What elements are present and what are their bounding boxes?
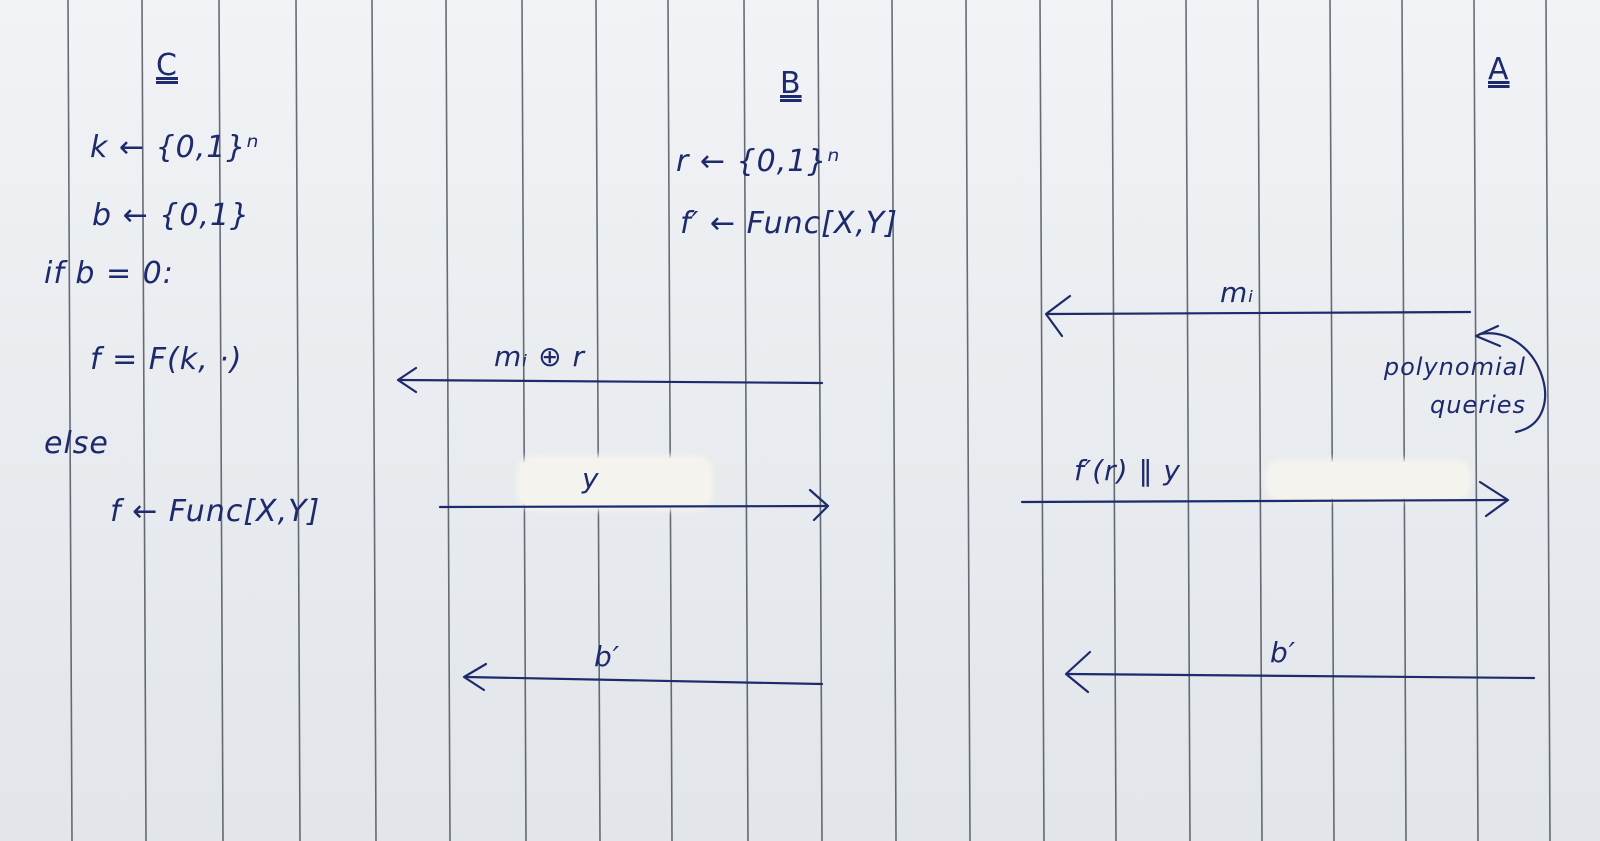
arrow-c-to-b-response <box>438 504 828 509</box>
reduction-fprime-sample: f′ ← Func[X,Y] <box>680 206 898 241</box>
party-label-challenger: C <box>156 48 178 83</box>
challenger-else-line: else <box>44 426 109 461</box>
challenger-random-func: f ← Func[X,Y] <box>110 494 321 529</box>
message-a-to-b-guess: b′ <box>1270 636 1297 669</box>
message-a-to-b-query: mᵢ <box>1220 276 1255 309</box>
arrowhead-loop <box>1474 324 1502 348</box>
arrowhead-left <box>396 366 418 394</box>
reduction-r-sample: r ← {0,1}ⁿ <box>676 144 841 179</box>
challenger-if-line: if b = 0: <box>44 256 174 291</box>
arrow-b-to-a-response <box>1020 498 1508 504</box>
arrowhead-left <box>1044 294 1072 338</box>
arrowhead-left <box>462 662 488 692</box>
message-b-to-c-query: mᵢ ⊕ r <box>494 340 586 373</box>
message-b-to-a-response: f′(r) ‖ y <box>1074 454 1181 487</box>
arrowhead-left <box>1064 650 1092 694</box>
arrow-b-to-c-query <box>398 378 824 385</box>
correction-fluid-patch <box>1268 462 1468 498</box>
arrowhead-right <box>808 488 830 522</box>
arrow-a-to-b-guess <box>1066 672 1536 680</box>
arrowhead-right <box>1478 480 1510 518</box>
challenger-prf-assign: f = F(k, ·) <box>90 342 243 377</box>
queries-loop-brace <box>1478 332 1546 434</box>
arrow-b-to-c-guess <box>464 675 824 686</box>
message-b-to-c-guess: b′ <box>594 640 621 673</box>
challenger-bit-sample: b ← {0,1} <box>92 198 251 233</box>
message-c-to-b-response: y <box>582 462 600 495</box>
challenger-key-sample: k ← {0,1}ⁿ <box>90 130 260 165</box>
correction-fluid-patch <box>520 458 710 508</box>
arrow-a-to-b-query <box>1046 310 1472 316</box>
party-label-reduction: B <box>780 66 802 101</box>
party-label-adversary: A <box>1488 52 1510 87</box>
polynomial-queries-note: polynomial queries <box>1383 353 1526 419</box>
